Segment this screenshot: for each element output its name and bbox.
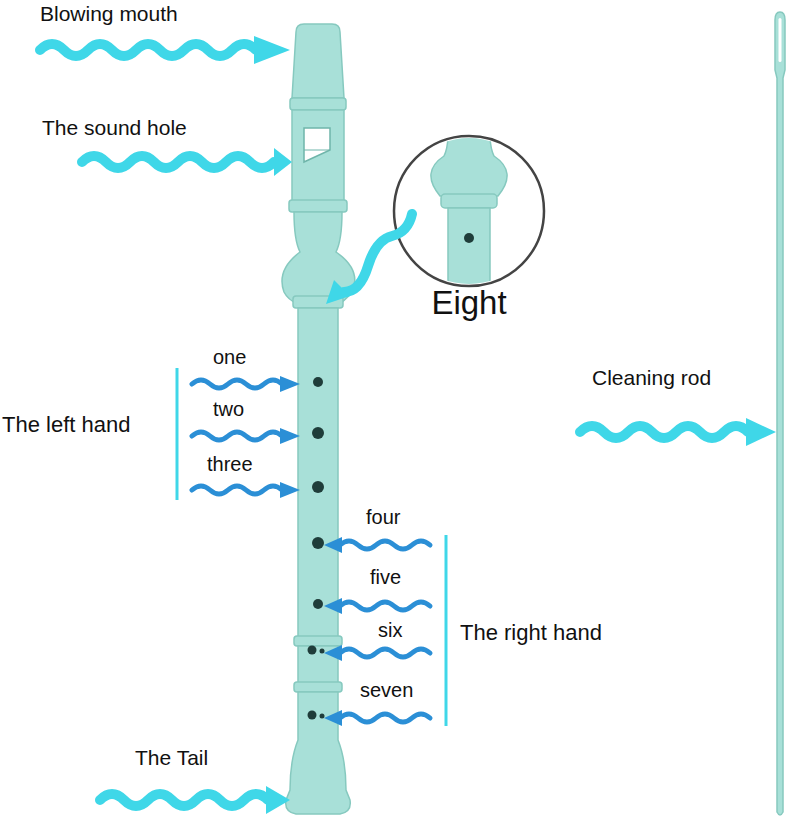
part-name: Cleaning rod [592, 366, 711, 390]
hole-number: one [213, 346, 246, 369]
callout-word: Eight [431, 284, 506, 322]
hole-number: four [366, 506, 400, 529]
hole-number: two [213, 398, 244, 421]
hole-number: three [207, 453, 253, 476]
group-name: The right hand [460, 620, 602, 645]
hole-number: five [370, 566, 401, 589]
hole-number: six [378, 619, 402, 642]
part-name: Blowing mouth [40, 2, 178, 26]
group-name: The left hand [2, 412, 130, 437]
part-name: The Tail [135, 746, 208, 770]
part-name: The sound hole [42, 116, 187, 140]
hole-number: seven [360, 679, 413, 702]
